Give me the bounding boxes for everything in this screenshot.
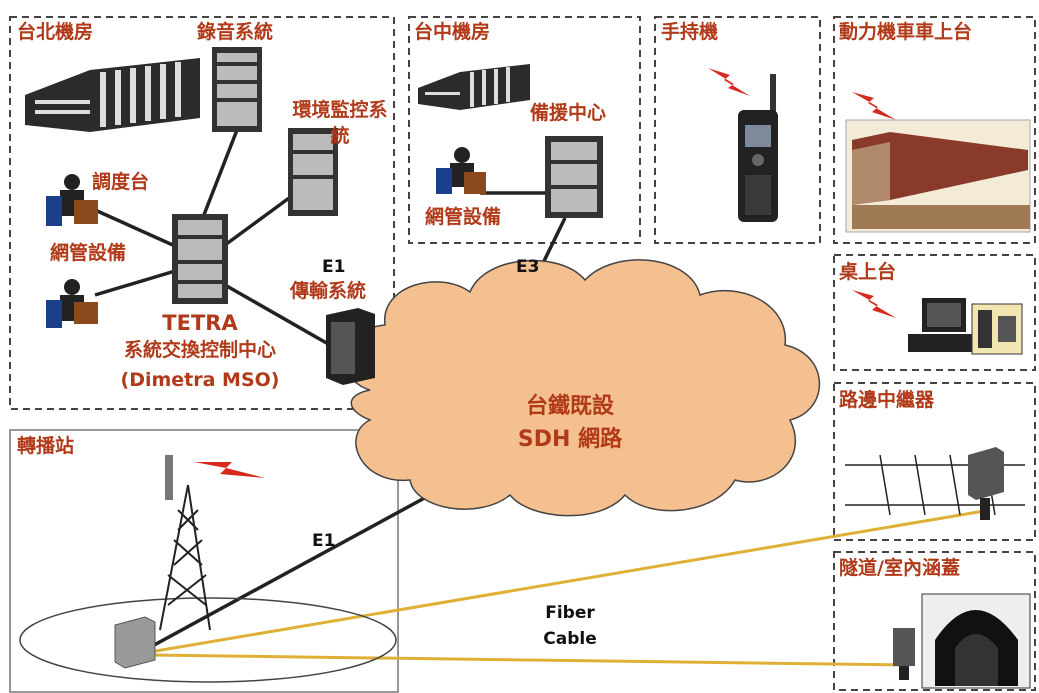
desktop-box [833, 254, 1036, 371]
dimetra-msc-label: (Dimetra MSO) [120, 369, 280, 391]
e1-link-label: E1 [312, 531, 336, 551]
relay-station-box [9, 429, 399, 693]
backup-center-label: 備援中心 [530, 102, 607, 124]
antenna-icon [165, 455, 173, 500]
tunnel-box [833, 551, 1036, 691]
recording-system-label: 錄音系統 [197, 21, 274, 43]
train-image [845, 119, 1031, 233]
handheld-box [654, 16, 821, 244]
dispatch-operator-icon [46, 174, 98, 226]
e1-transmission-cabinet-icon [326, 308, 375, 385]
fiber-label-line1: Fiber [545, 603, 595, 623]
netmgmt-label-taipei: 網管設備 [50, 242, 127, 264]
e1-label-taipei: E1 [322, 257, 346, 277]
building-icon-taichung [418, 64, 530, 110]
transmission-system-label: 傳輸系統 [290, 280, 367, 302]
locomotive-box [833, 16, 1036, 244]
region-label-taichung: 台中機房 [414, 21, 491, 43]
building-icon-taipei [25, 58, 200, 132]
sdh-label-line2: SDH 網路 [517, 427, 623, 452]
region-label-tunnel: 隧道/室內涵蓋 [839, 557, 960, 579]
e3-link-label: E3 [516, 257, 540, 277]
lightning-icon-locomotive [852, 92, 896, 120]
env-monitor-rack-icon [288, 128, 338, 216]
netmgmt-operator-icon-taipei [46, 279, 98, 328]
region-label-taipei: 台北機房 [17, 21, 94, 43]
wayside-repeater-icon [845, 447, 1025, 520]
region-label-locomotive: 動力機車車上台 [839, 21, 973, 43]
dispatch-console-label: 調度台 [92, 171, 150, 193]
backup-center-rack-icon [545, 136, 603, 218]
base-station-icon [114, 616, 156, 669]
env-monitor-label: 環境監控系統 [292, 99, 388, 147]
desktop-terminal-icon [908, 298, 1023, 355]
lightning-icon-relay [194, 462, 265, 478]
region-label-desktop: 桌上台 [839, 261, 897, 283]
wayside-repeater-box [833, 382, 1036, 541]
radio-wave-icons [194, 68, 896, 478]
recording-rack-icon [212, 47, 262, 132]
sdh-cloud [344, 259, 821, 517]
fiber-cable [149, 508, 991, 667]
coverage-area [19, 597, 397, 683]
taipei-room-box [9, 16, 395, 410]
handheld-radio-icon [738, 74, 778, 222]
region-label-handheld: 手持機 [661, 21, 719, 43]
region-label-wayside-repeater: 路邊中繼器 [839, 389, 935, 411]
sdh-label-line1: 台鐵既設 [525, 394, 614, 419]
fiber-label-line2: Cable [543, 629, 597, 649]
lightning-icon-desktop [852, 290, 896, 318]
netmgmt-label-taichung: 網管設備 [425, 206, 502, 228]
tetra-msc-label: 系統交換控制中心 [123, 339, 276, 361]
tetra-msc-rack-icon [172, 214, 228, 304]
region-label-relay-station: 轉播站 [17, 435, 75, 457]
lightning-icon-handheld [708, 68, 750, 96]
tunnel-icon [893, 593, 1031, 689]
netmgmt-operator-icon-taichung [436, 147, 486, 194]
tetra-label: TETRA [162, 311, 238, 335]
